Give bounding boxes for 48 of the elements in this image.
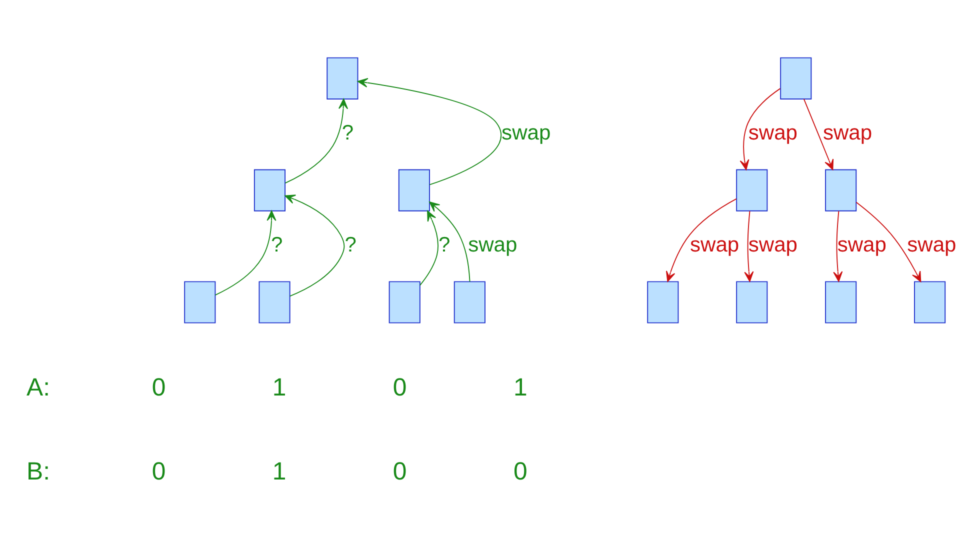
label: 0 — [392, 372, 407, 401]
edge-label: ? — [438, 233, 450, 256]
node-box — [388, 280, 420, 323]
node-box — [326, 56, 358, 99]
node-box — [825, 280, 857, 323]
label: 1 — [272, 372, 286, 401]
label: 1 — [272, 457, 286, 486]
arrow — [419, 210, 438, 286]
node-box — [736, 280, 768, 323]
node-box — [780, 56, 812, 99]
arrow — [833, 210, 843, 282]
label: 1 — [513, 372, 528, 401]
arrow — [856, 201, 922, 282]
arrow — [357, 78, 502, 185]
arrow — [744, 210, 754, 282]
node-box — [647, 280, 679, 323]
edge-label: swap — [907, 233, 956, 256]
edge-label: ? — [271, 233, 283, 256]
arrow — [666, 198, 737, 282]
node-box — [736, 168, 768, 211]
label: B: — [26, 457, 50, 486]
arrow — [803, 98, 834, 170]
edge-label: swap — [502, 121, 551, 144]
node-box — [398, 168, 430, 211]
edge-label: ? — [342, 121, 354, 144]
arrow — [429, 201, 470, 282]
label: 0 — [152, 457, 166, 486]
node-box — [825, 168, 857, 211]
edge-label: swap — [837, 233, 886, 256]
edge-label: swap — [748, 233, 798, 256]
node-box — [258, 280, 290, 323]
edge-label: swap — [690, 233, 740, 256]
node-box — [914, 280, 946, 323]
label: 0 — [392, 457, 407, 486]
edge-label: swap — [748, 121, 798, 144]
arrow — [284, 98, 348, 184]
label: 0 — [513, 457, 528, 486]
edge-label: swap — [822, 121, 872, 144]
arrow — [740, 88, 781, 170]
node-box — [454, 280, 486, 323]
node-box — [184, 280, 216, 323]
edge-label: ? — [344, 233, 356, 256]
label: 0 — [152, 372, 166, 401]
label: A: — [26, 372, 50, 401]
node-box — [254, 168, 286, 211]
arrow — [214, 210, 276, 295]
edge-label: swap — [468, 233, 518, 256]
arrow — [284, 194, 345, 296]
